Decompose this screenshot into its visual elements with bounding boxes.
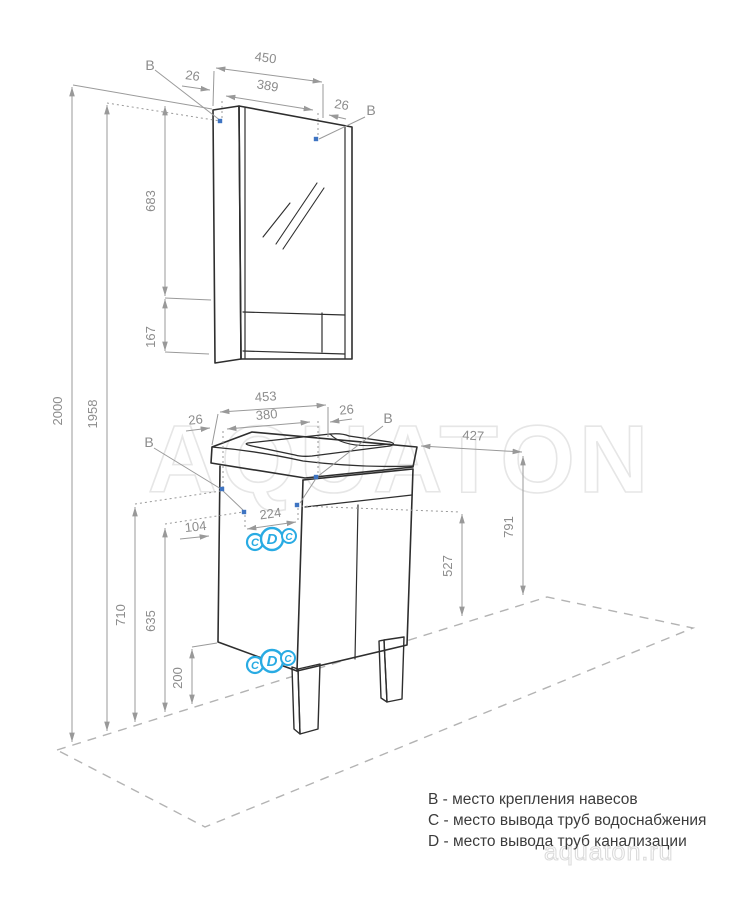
water-outlet-icon: C bbox=[251, 537, 260, 549]
leader-hanger-left-mirror bbox=[154, 69, 222, 122]
label-outlet-height: 527 bbox=[440, 555, 455, 577]
dim-mirror-height bbox=[162, 105, 212, 301]
label-vanity-offset-right: 26 bbox=[339, 401, 355, 417]
dim-mirror-width bbox=[212, 66, 324, 118]
dim-vanity-depth bbox=[420, 443, 523, 455]
mount-dot bbox=[241, 509, 247, 515]
label-mirror-shelf-height: 167 bbox=[143, 326, 158, 348]
dim-outlet-height bbox=[300, 505, 465, 617]
vanity-legs bbox=[291, 636, 405, 735]
water-outlet-icon: C bbox=[251, 660, 260, 672]
legend-drain: D - место вывода труб канализации bbox=[428, 833, 687, 850]
dimension-labels: 450 26 389 26 B B 683 167 2000 1958 453 … bbox=[50, 49, 516, 689]
dim-hanger-side-offset bbox=[179, 534, 210, 540]
dim-vanity-hanger-height-outer bbox=[132, 490, 222, 723]
water-outlet-icon: C bbox=[285, 532, 293, 543]
label-vanity-depth: 427 bbox=[462, 427, 484, 443]
dim-mirror-offset-left bbox=[181, 85, 211, 92]
label-worktop-height: 791 bbox=[501, 516, 516, 538]
label-hanger-side-offset: 104 bbox=[184, 518, 207, 535]
dim-vanity-hanger-height-inner bbox=[162, 511, 244, 713]
dim-vanity-offset-left bbox=[185, 426, 211, 432]
dim-leg-height bbox=[189, 642, 218, 705]
label-vanity-hanger-height-inner: 635 bbox=[143, 610, 158, 632]
mount-point-markers bbox=[217, 118, 319, 515]
legend: B - место крепления навесов C - место вы… bbox=[428, 791, 706, 850]
outlet-icons-upper: C D C bbox=[245, 526, 297, 552]
label-hanger-right-vanity: B bbox=[383, 410, 392, 426]
mount-dot bbox=[219, 486, 225, 492]
legend-water: C - место вывода труб водоснабжения bbox=[428, 812, 706, 829]
mount-dot bbox=[313, 474, 319, 480]
label-mirror-height: 683 bbox=[143, 190, 158, 212]
mount-dot bbox=[313, 136, 319, 142]
dim-hanger-span bbox=[244, 508, 299, 531]
mount-dot bbox=[217, 118, 223, 124]
dimension-lines bbox=[69, 66, 526, 743]
site-watermark: aquaton.ru bbox=[544, 838, 674, 866]
dim-total-height bbox=[69, 84, 213, 743]
legend-hanger: B - место крепления навесов bbox=[428, 791, 638, 808]
mirror-glass-hatch bbox=[262, 182, 325, 250]
label-basin-span: 380 bbox=[255, 406, 278, 423]
label-hanger-left-mirror: B bbox=[145, 57, 154, 73]
dim-mirror-hanger-span bbox=[221, 94, 319, 137]
label-mirror-width: 450 bbox=[254, 49, 277, 67]
drain-outlet-icon: D bbox=[267, 653, 278, 670]
brand-watermark: AQUATON bbox=[148, 406, 652, 513]
label-leg-height: 200 bbox=[170, 667, 185, 689]
label-vanity-offset-left: 26 bbox=[188, 411, 204, 427]
dim-basin-span bbox=[222, 419, 319, 487]
dim-vanity-offset-right bbox=[329, 417, 353, 424]
label-mirror-offset-right: 26 bbox=[333, 96, 350, 113]
label-total-height: 2000 bbox=[50, 397, 65, 426]
water-outlet-icon: C bbox=[284, 654, 292, 665]
outlet-icons-lower: C D C bbox=[245, 648, 296, 675]
dim-mirror-offset-right bbox=[328, 114, 347, 120]
drain-outlet-icon: D bbox=[267, 531, 278, 548]
dim-mirror-shelf-height bbox=[162, 298, 210, 355]
label-hanger-left-vanity: B bbox=[144, 434, 153, 450]
dim-mirror-hanger-height bbox=[104, 102, 221, 732]
label-hanger-span: 224 bbox=[259, 505, 283, 523]
mount-dot bbox=[294, 502, 300, 508]
leader-hanger-right-mirror bbox=[318, 116, 366, 140]
label-hanger-right-mirror: B bbox=[366, 102, 375, 118]
dim-vanity-width bbox=[211, 402, 329, 446]
label-vanity-hanger-height-outer: 710 bbox=[113, 604, 128, 626]
label-vanity-width: 453 bbox=[254, 388, 277, 404]
washbasin-top bbox=[210, 431, 418, 479]
label-mirror-hanger-height: 1958 bbox=[85, 400, 100, 429]
label-mirror-offset-left: 26 bbox=[184, 67, 200, 84]
label-mirror-hanger-span: 389 bbox=[256, 76, 280, 94]
